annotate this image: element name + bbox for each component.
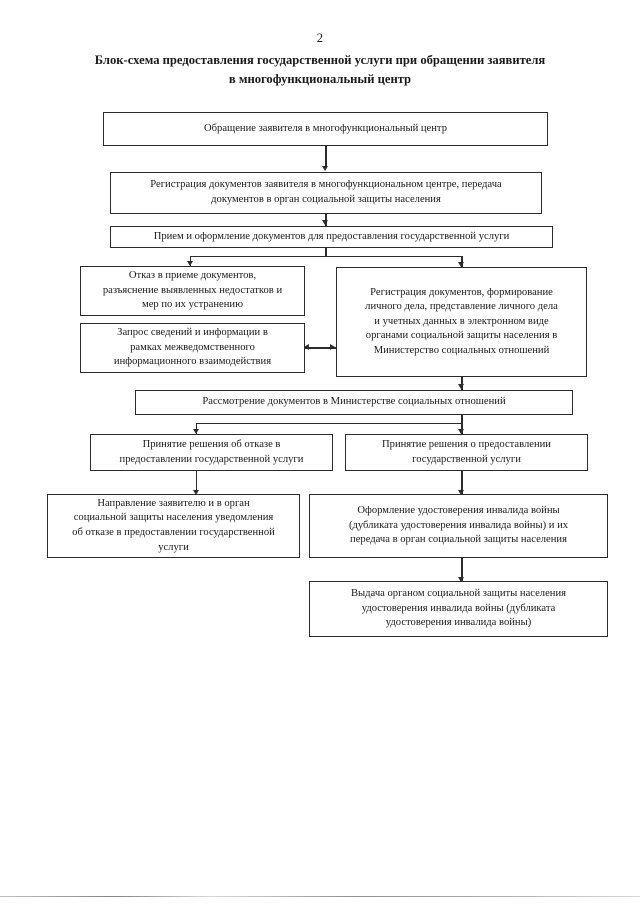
flow-node-registration-in-mfc-text: Регистрация документов заявителя в много… <box>116 178 536 207</box>
arrow-n6-n7 <box>458 384 464 389</box>
line: Принятие решения о предоставлении <box>382 438 551 450</box>
line: разъяснение выявленных недостатков и <box>102 284 283 296</box>
line: (дубликата удостоверения инвалида войны)… <box>348 519 569 531</box>
line: передача в орган социальной защиты насел… <box>350 534 567 546</box>
connector-n9-n11 <box>461 471 463 494</box>
arrow-n2-n3 <box>322 220 328 225</box>
page-title-line-2: в многофункциональный центр <box>228 72 412 86</box>
flow-node-certificate-issuance-preparation-text: Оформление удостоверения инвалида войны … <box>315 504 602 548</box>
line: услуги <box>158 541 189 553</box>
connector-n3-split-bar <box>190 255 462 257</box>
flow-node-decision-refusal: Принятие решения об отказе в предоставле… <box>90 434 333 471</box>
flow-node-certificate-delivery: Выдача органом социальной защиты населен… <box>309 581 608 637</box>
connector-n5-n6 <box>305 347 336 349</box>
line: предоставлении государственной услуги <box>119 453 304 465</box>
arrow-n7-n8 <box>192 429 199 434</box>
flow-node-registration-and-case-file-text: Регистрация документов, формирование лич… <box>342 286 581 359</box>
page-title-line-1: Блок-схема предоставления государственно… <box>94 53 546 67</box>
line: Направление заявителю и в орган <box>97 497 250 509</box>
arrow-n9-n11 <box>458 490 464 495</box>
line: Регистрация документов заявителя в много… <box>150 179 502 191</box>
connector-n7-to-n9 <box>461 422 463 435</box>
line: рамках межведомственного <box>130 341 255 353</box>
arrow-n5-n6-left <box>304 344 309 350</box>
connector-n7-stem <box>461 415 463 423</box>
flow-node-certificate-delivery-text: Выдача органом социальной защиты населен… <box>315 587 602 631</box>
flow-node-decision-grant-text: Принятие решения о предоставлении госуда… <box>351 438 582 467</box>
line: Отказ в приеме документов, <box>128 270 257 282</box>
flow-node-acceptance-and-processing: Прием и оформление документов для предос… <box>110 226 553 248</box>
page-number: 2 <box>316 31 324 45</box>
flow-node-interagency-request: Запрос сведений и информации в рамках ме… <box>80 323 305 373</box>
line: Оформление удостоверения инвалида войны <box>357 505 560 517</box>
connector-n1-n2 <box>325 146 327 168</box>
flow-node-registration-and-case-file: Регистрация документов, формирование лич… <box>336 267 587 377</box>
connector-n7-to-n8 <box>196 422 198 435</box>
flow-node-certificate-issuance-preparation: Оформление удостоверения инвалида войны … <box>309 494 608 558</box>
flow-node-interagency-request-text: Запрос сведений и информации в рамках ме… <box>86 326 299 370</box>
flow-node-acceptance-and-processing-text: Прием и оформление документов для предос… <box>116 230 547 245</box>
line: и учетных данных в электронном виде <box>374 315 549 327</box>
line: Прием и оформление документов для предос… <box>153 230 510 242</box>
line: Принятие решения об отказе в <box>142 438 281 450</box>
line: Регистрация документов, формирование <box>370 286 553 298</box>
scan-artifact-line <box>0 896 640 898</box>
flow-node-review-by-ministry: Рассмотрение документов в Министерстве с… <box>135 390 573 415</box>
arrow-n1-n2 <box>322 166 328 171</box>
arrow-n5-n6-right <box>330 344 335 350</box>
line: Рассмотрение документов в Министерстве с… <box>202 396 506 408</box>
arrow-n3-n4 <box>186 261 193 266</box>
flow-node-refusal-of-acceptance: Отказ в приеме документов, разъяснение в… <box>80 266 305 316</box>
connector-n3-stem <box>325 248 327 256</box>
connector-n11-n12 <box>461 558 463 581</box>
line: информационного взаимодействия <box>113 356 272 368</box>
arrow-n11-n12 <box>458 577 464 582</box>
line: Запрос сведений и информации в <box>117 327 268 339</box>
line: Выдача органом социальной защиты населен… <box>350 588 567 600</box>
line: личного дела, представление личного дела <box>365 301 558 313</box>
line: документов в орган социальной защиты нас… <box>211 194 441 205</box>
connector-n7-split-bar <box>196 422 462 424</box>
flow-node-review-by-ministry-text: Рассмотрение документов в Министерстве с… <box>141 395 567 410</box>
flow-node-appeal-to-mfc: Обращение заявителя в многофункциональны… <box>103 112 548 146</box>
flow-node-refusal-of-acceptance-text: Отказ в приеме документов, разъяснение в… <box>86 269 299 313</box>
line: мер по их устранению <box>142 299 243 311</box>
line: удостоверения инвалида войны (дубликата <box>361 602 556 614</box>
flow-node-registration-in-mfc: Регистрация документов заявителя в много… <box>110 172 542 214</box>
line: об отказе в предоставлении государственн… <box>72 527 275 538</box>
line: социальной защиты населения уведомления <box>73 512 274 524</box>
arrow-n7-n9 <box>458 429 464 434</box>
flow-node-decision-grant: Принятие решения о предоставлении госуда… <box>345 434 588 471</box>
connector-n8-n10 <box>196 471 198 494</box>
line: удостоверения инвалида войны) <box>385 617 532 629</box>
flow-node-refusal-notification: Направление заявителю и в орган социальн… <box>47 494 300 558</box>
line: Министерство социальных отношений <box>373 344 550 356</box>
flow-node-refusal-notification-text: Направление заявителю и в орган социальн… <box>53 497 294 555</box>
line: Обращение заявителя в многофункциональны… <box>204 122 447 134</box>
arrow-n8-n10 <box>192 490 199 495</box>
line: органами социальной защиты населения в <box>365 330 558 342</box>
flow-node-decision-refusal-text: Принятие решения об отказе в предоставле… <box>96 438 327 467</box>
page-title: Блок-схема предоставления государственно… <box>70 51 570 89</box>
flow-node-appeal-to-mfc-text: Обращение заявителя в многофункциональны… <box>109 122 542 137</box>
connector-n3-to-n6 <box>461 255 463 268</box>
line: государственной услуги <box>412 453 521 465</box>
arrow-n3-n6 <box>458 262 464 267</box>
